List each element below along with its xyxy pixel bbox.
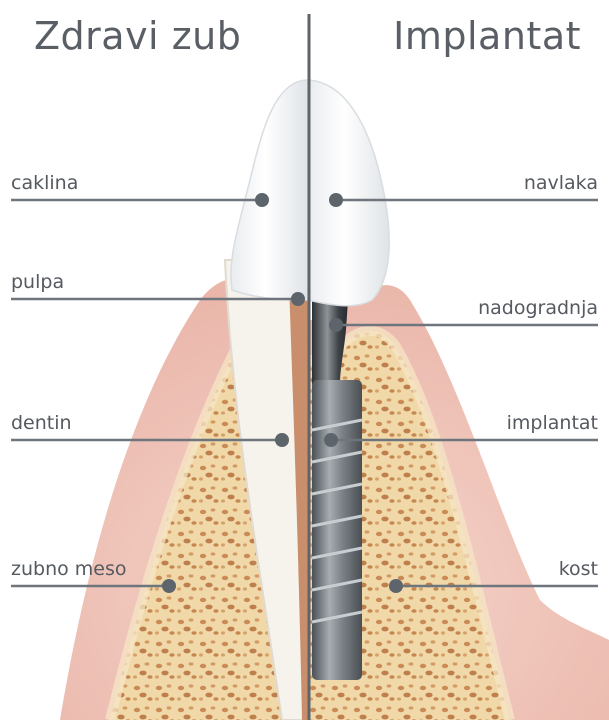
dot-zubno-meso (162, 579, 176, 593)
title-healthy-tooth: Zdravi zub (34, 14, 241, 58)
dot-kost (389, 579, 403, 593)
label-implantat: implantat (507, 412, 598, 434)
dot-navlaka (329, 193, 343, 207)
dot-implantat (324, 433, 338, 447)
label-zubno-meso: zubno meso (11, 558, 127, 580)
dot-nadogradnja (329, 318, 343, 332)
label-pulpa: pulpa (11, 271, 64, 293)
dot-caklina (255, 193, 269, 207)
label-dentin: dentin (11, 412, 72, 434)
label-navlaka: navlaka (524, 172, 598, 194)
implant-crown (308, 80, 389, 306)
label-nadogradnja: nadogradnja (478, 297, 598, 319)
dot-dentin (275, 433, 289, 447)
title-implant: Implantat (393, 14, 581, 58)
label-kost: kost (559, 558, 598, 580)
label-caklina: caklina (11, 172, 78, 194)
dot-pulpa (291, 292, 305, 306)
natural-crown (231, 80, 308, 300)
